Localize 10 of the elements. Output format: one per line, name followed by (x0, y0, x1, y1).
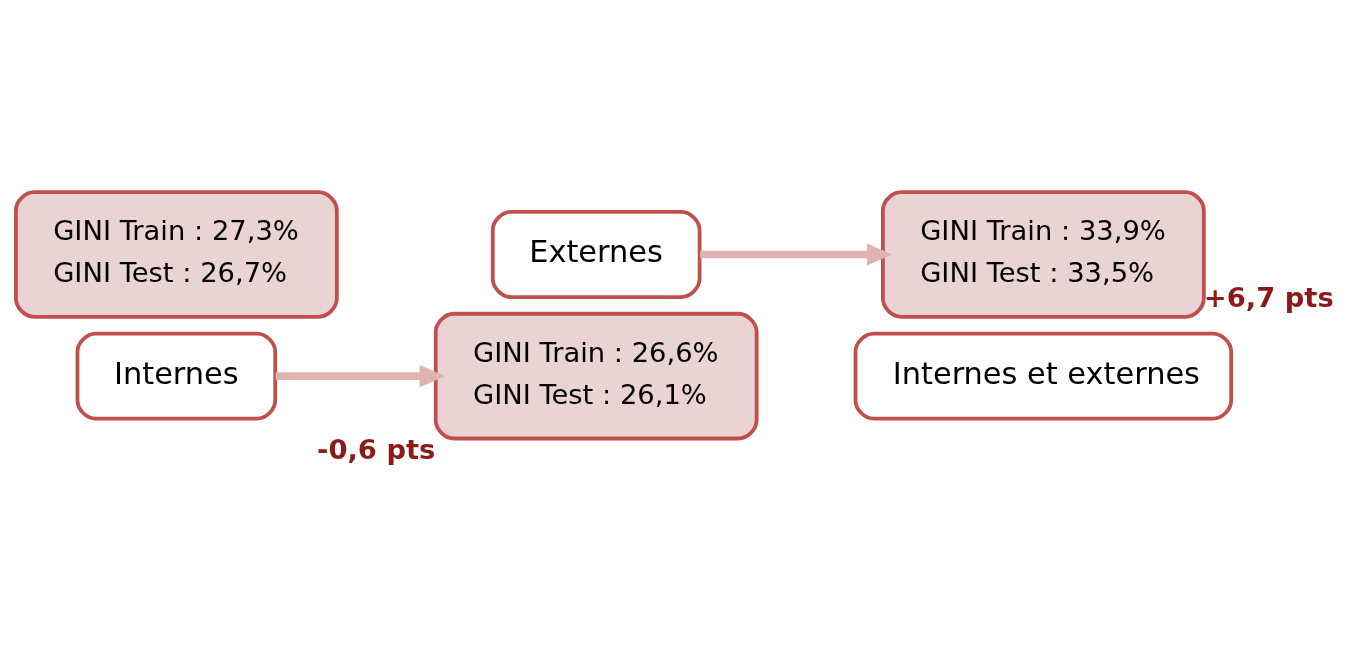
node-box: Internes et externes (853, 331, 1234, 421)
arrow (275, 364, 446, 387)
node-label: -0,6 pts (317, 433, 436, 465)
node-label: +6,7 pts (1203, 281, 1334, 313)
node-box: GINI Train : 27,3% GINI Test : 26,7% (14, 189, 339, 319)
node-box: Internes (75, 331, 278, 421)
node-box: Externes (490, 209, 702, 299)
arrow (700, 242, 893, 266)
node-box: GINI Train : 33,9% GINI Test : 33,5% (881, 189, 1206, 319)
node-box: GINI Train : 26,6% GINI Test : 26,1% (433, 311, 759, 440)
